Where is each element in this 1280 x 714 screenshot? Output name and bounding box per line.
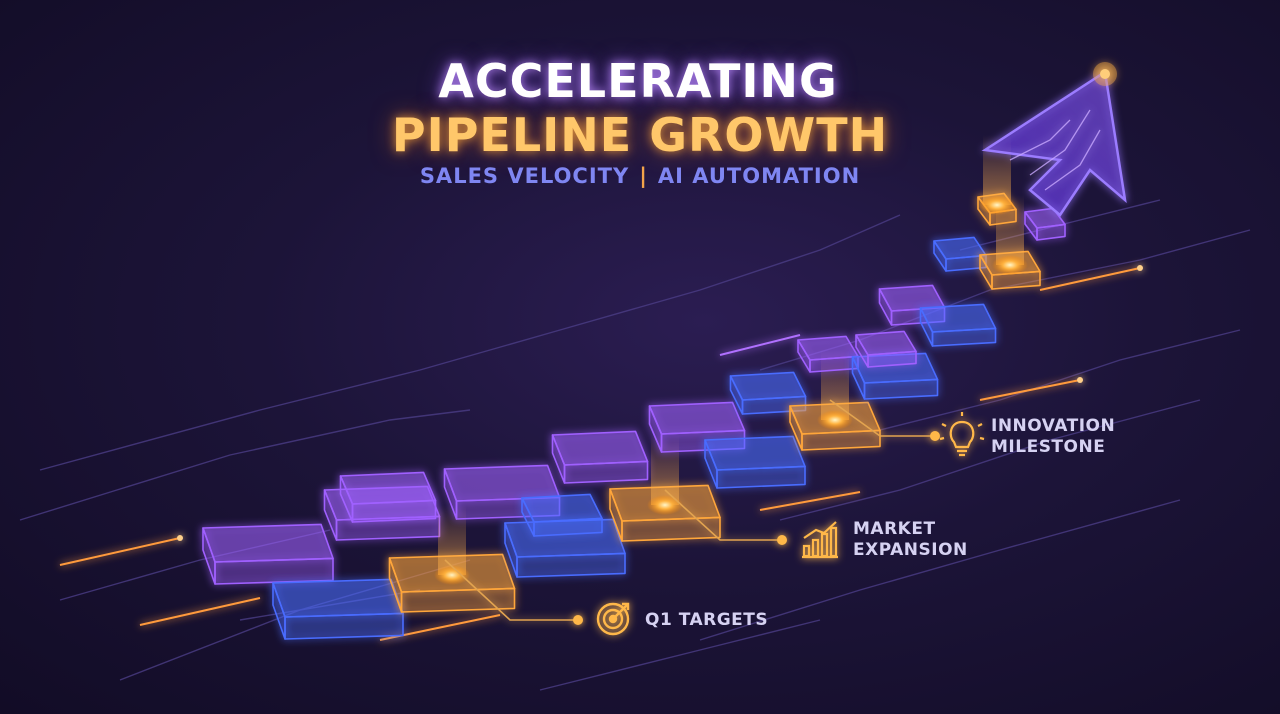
growth-arrow [981, 62, 1127, 217]
glow-orb [647, 495, 683, 515]
pipeline-block [855, 330, 917, 368]
title-line-1: ACCELERATING [438, 54, 838, 108]
pipeline-block [272, 578, 404, 640]
subtitle-separator: | [639, 164, 648, 188]
pipeline-block [202, 523, 334, 585]
callout-market-line2: EXPANSION [853, 540, 968, 560]
callout-market-expansion: MARKET EXPANSION [853, 519, 968, 561]
pipeline-block [933, 236, 987, 272]
pipeline-block [704, 435, 806, 489]
callout-q1-targets: Q1 TARGETS [645, 610, 768, 631]
glow-orb [979, 195, 1015, 215]
title-line-2: PIPELINE GROWTH [391, 108, 889, 162]
callout-dots [573, 431, 940, 625]
callout-q1-line1: Q1 TARGETS [645, 610, 769, 630]
callout-market-line1: MARKET [853, 519, 936, 539]
pipeline-block [1024, 207, 1066, 241]
callout-innovation-line2: MILESTONE [991, 437, 1106, 457]
callout-innovation-milestone: INNOVATION MILESTONE [991, 416, 1115, 458]
pipeline-block [323, 485, 441, 541]
pipeline-block [919, 303, 997, 347]
bar-chart-icon [802, 521, 838, 559]
glow-orb [434, 565, 470, 585]
lightbulb-icon [939, 412, 985, 457]
subtitle: SALES VELOCITY | AI AUTOMATION [0, 164, 1280, 188]
pipeline-block [521, 493, 603, 537]
callout-connectors [444, 399, 935, 621]
subtitle-right: AI AUTOMATION [657, 164, 861, 188]
pipeline-block [551, 430, 649, 484]
pipeline-block [797, 335, 859, 373]
pipeline-blocks [202, 135, 1066, 640]
glow-orb [817, 410, 853, 430]
callout-innovation-line1: INNOVATION [991, 416, 1116, 436]
subtitle-left: SALES VELOCITY [419, 164, 630, 188]
target-icon [596, 602, 630, 636]
glow-orb [992, 255, 1028, 275]
